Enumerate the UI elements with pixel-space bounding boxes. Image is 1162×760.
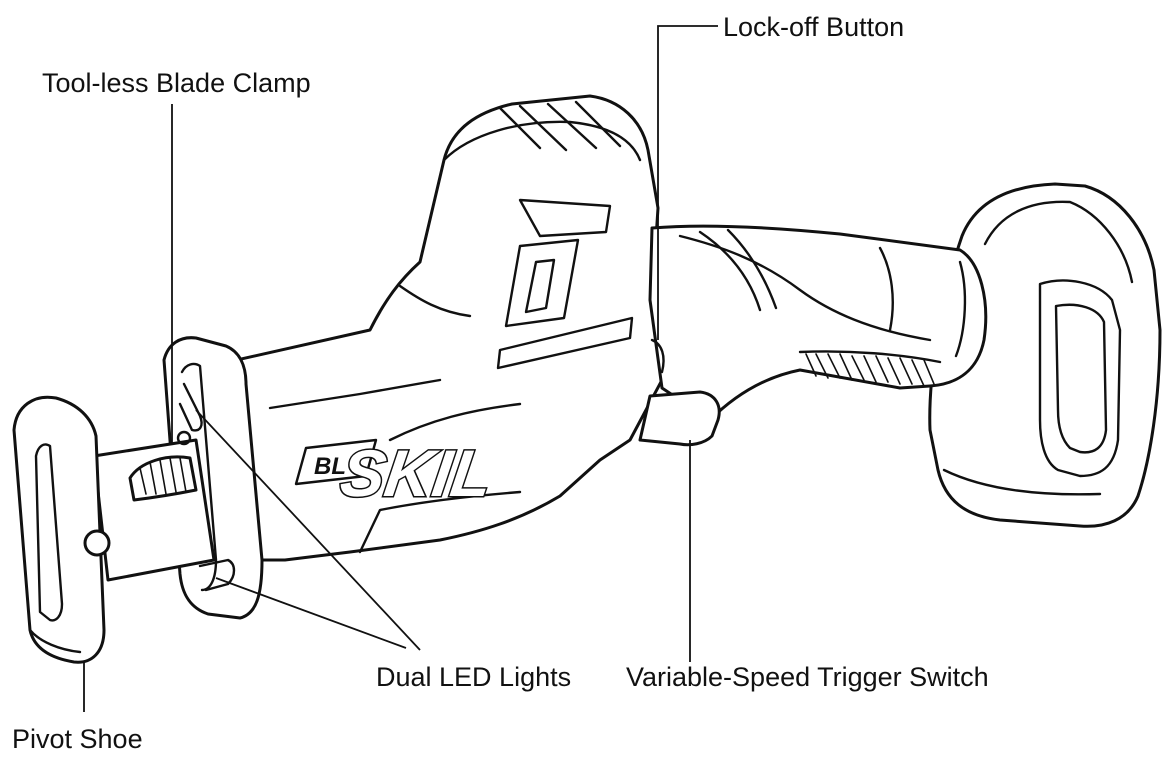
skil-brand-mark: SKIL: [336, 437, 497, 511]
label-toolless-blade-clamp: Tool-less Blade Clamp: [42, 68, 311, 98]
lock-off-button-shape: [650, 338, 665, 374]
label-variable-speed-trigger-switch: Variable-Speed Trigger Switch: [626, 662, 989, 692]
battery-pack: [928, 182, 1162, 528]
leader-dual-led-light-lower: [215, 577, 407, 649]
leader-dual-led-light-upper: [195, 409, 421, 651]
saw-handle: [638, 224, 988, 447]
grip-texture: [798, 350, 942, 387]
pivot-shoe: [12, 395, 111, 664]
saw-illustration: BL SKIL: [12, 94, 1162, 664]
bl-badge: BL: [314, 453, 346, 480]
bl-badge-outline: [294, 438, 378, 486]
leader-lock-off-button: [657, 25, 718, 340]
leader-lines: [83, 25, 718, 712]
label-dual-led-lights: Dual LED Lights: [376, 662, 571, 692]
blade-clamp: [92, 430, 216, 582]
saw-body: BL SKIL: [208, 94, 664, 562]
callout-labels: Lock-off Button Tool-less Blade Clamp Du…: [12, 12, 989, 754]
trigger-shape: [638, 390, 721, 447]
label-pivot-shoe: Pivot Shoe: [12, 724, 143, 754]
label-lock-off-button: Lock-off Button: [723, 12, 904, 42]
